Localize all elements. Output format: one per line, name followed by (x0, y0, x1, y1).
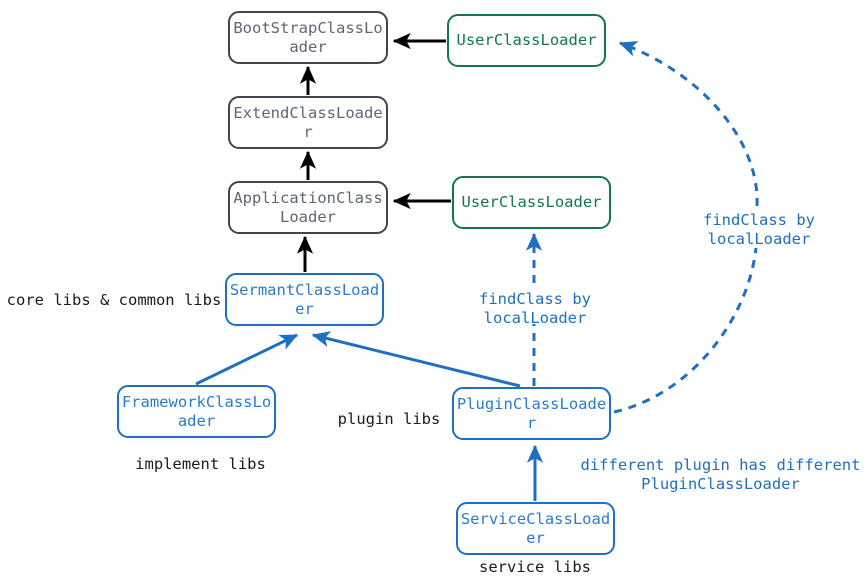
edge-plugin-to-usertop-lower (613, 247, 758, 414)
node-application-classloader[interactable]: ApplicationClass Loader (228, 181, 388, 234)
label-service-libs: service libs (479, 558, 591, 576)
node-sermant-classloader[interactable]: SermantClassLoad er (225, 273, 384, 326)
edge-plugin-to-sermant (311, 331, 521, 388)
label-findclass-by-localloader-right: findClass by localLoader (703, 211, 815, 249)
node-service-classloader[interactable]: ServiceClassLoad er (456, 502, 615, 555)
label-implement-libs: implement libs (135, 455, 266, 473)
label-findclass-by-localloader-middle: findClass by localLoader (479, 290, 591, 328)
node-framework-classloader[interactable]: FrameworkClassLo ader (117, 385, 276, 438)
label-core-and-common-libs: core libs & common libs (6, 291, 222, 309)
label-plugin-libs: plugin libs (337, 410, 441, 428)
node-extend-classloader[interactable]: ExtendClassLoade r (228, 96, 388, 149)
edge-framework-to-sermant (195, 333, 299, 386)
node-bootstrap-classloader[interactable]: BootStrapClassLo ader (228, 11, 388, 64)
node-user-classloader-middle[interactable]: UserClassLoader (452, 176, 611, 229)
label-different-plugin-note: different plugin has different PluginCla… (580, 456, 861, 494)
node-plugin-classloader[interactable]: PluginClassLoade r (452, 387, 611, 440)
edge-plugin-to-usertop-upper (618, 41, 759, 207)
node-user-classloader-top[interactable]: UserClassLoader (447, 14, 606, 67)
